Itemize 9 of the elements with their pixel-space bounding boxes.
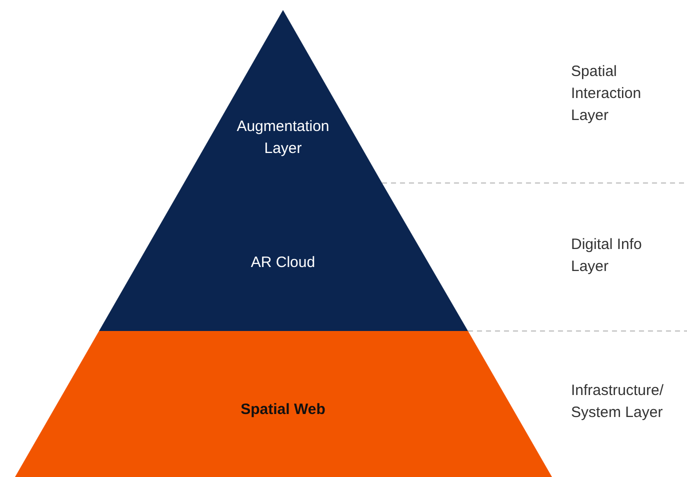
layer-description: Spatial Interaction Layer (571, 62, 642, 126)
layer-label: Spatial Web (240, 400, 326, 420)
layer-label: AR Cloud (250, 253, 316, 273)
ar-cloud-band (99, 183, 468, 331)
layer-description: Infrastructure/ System Layer (571, 381, 665, 423)
augmentation-layer-band (184, 10, 382, 183)
layer-label: Augmentation Layer (236, 117, 330, 159)
layer-description: Digital Info Layer (571, 235, 643, 277)
spatial-web-band (15, 331, 552, 477)
